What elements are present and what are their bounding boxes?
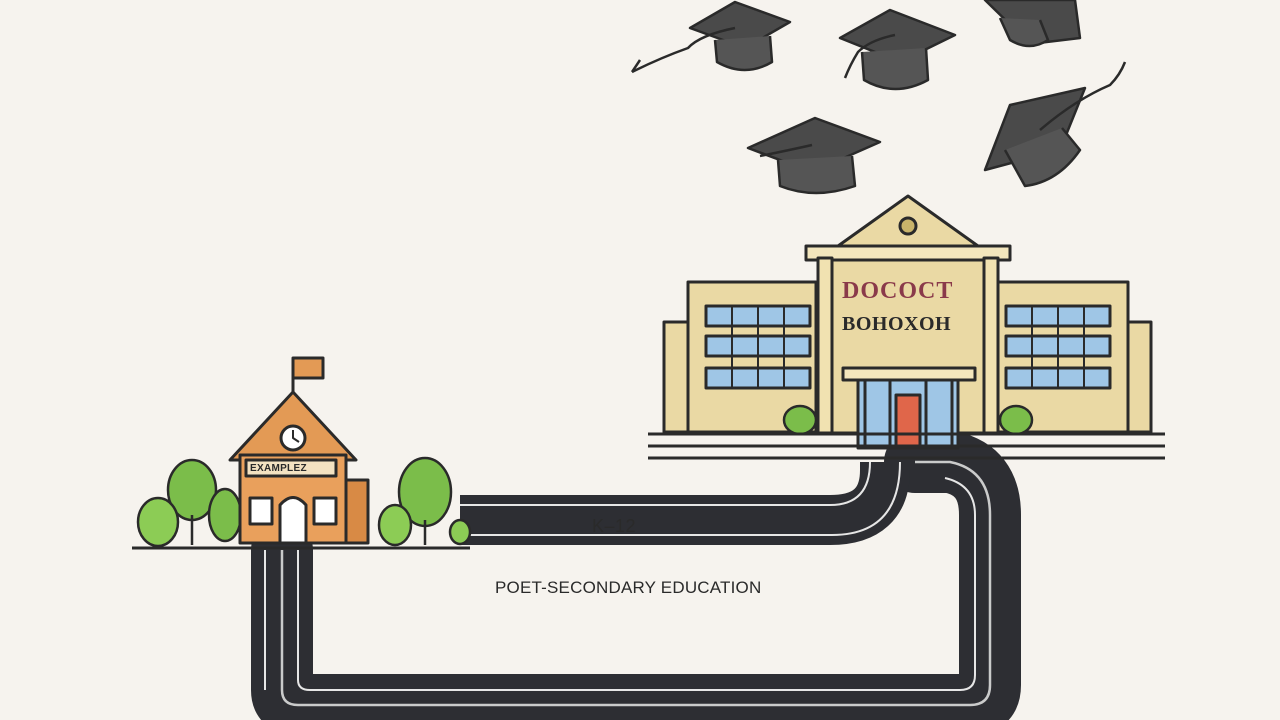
flag-icon — [291, 356, 325, 380]
window-dividers — [731, 306, 1085, 388]
school-sign: EXAMPLEZ — [250, 463, 307, 474]
bush-icon — [782, 404, 1034, 436]
school-house-icon — [228, 356, 370, 545]
graduation-cap-icon — [983, 0, 1082, 48]
tree-icon — [207, 487, 243, 543]
graduation-cap-icon — [630, 0, 792, 74]
graduation-cap-icon — [746, 116, 882, 195]
tree-icon — [377, 503, 472, 547]
graduation-cap-icon — [838, 8, 957, 91]
university-sign-line1: DOCOCT — [842, 278, 954, 304]
tree-icon — [136, 496, 180, 548]
university-ground — [648, 432, 1165, 460]
road — [251, 431, 1021, 720]
tree-icon — [397, 456, 453, 545]
university-sign-line2: BOHOXOH — [842, 313, 952, 335]
tree-icon — [166, 458, 218, 545]
caption: POET-SECONDARY EDUCATION — [495, 578, 762, 597]
road-label: K–12 — [592, 516, 637, 536]
graduation-cap-icon — [983, 61, 1127, 188]
